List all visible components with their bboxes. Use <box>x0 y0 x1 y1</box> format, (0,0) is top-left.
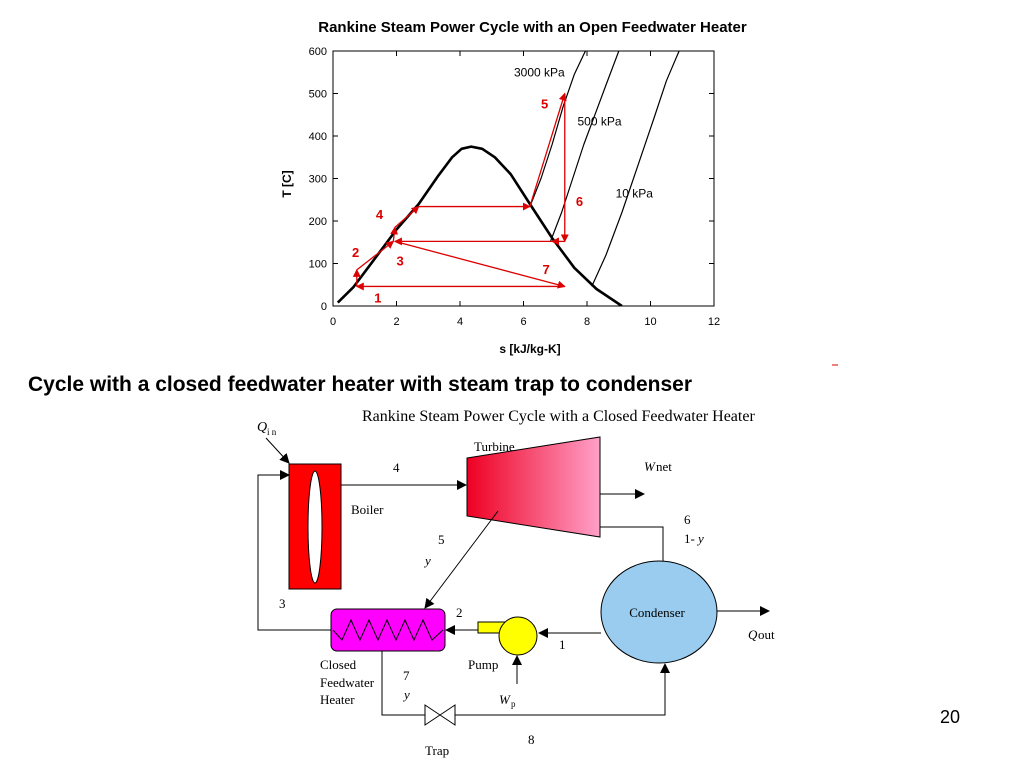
trap-label: Trap <box>425 743 449 758</box>
saturation-dome-line <box>336 145 623 306</box>
cfwh-label-line2: Feedwater <box>320 675 375 690</box>
state-6-fraction: 1- y <box>684 531 704 546</box>
q-in-label: Q i n <box>257 420 277 437</box>
state-point-label: 3 <box>397 254 404 269</box>
state-6-label: 6 <box>684 512 691 527</box>
turbine-label: Turbine <box>474 439 515 454</box>
svg-text:W: W <box>644 459 656 474</box>
state-point-label: 2 <box>352 245 359 260</box>
pump <box>498 616 538 656</box>
y-tick-label: 100 <box>309 259 327 271</box>
x-tick-label: 4 <box>457 316 463 328</box>
x-tick-label: 10 <box>644 316 656 328</box>
x-tick-label: 6 <box>520 316 526 328</box>
slide-subtitle: Cycle with a closed feedwater heater wit… <box>28 373 693 396</box>
svg-text:Q: Q <box>748 627 758 642</box>
pipe-state-8 <box>455 663 670 716</box>
pump-label: Pump <box>468 657 498 672</box>
pipe-state-5 <box>424 510 499 609</box>
svg-text:i n: i n <box>267 427 277 437</box>
cycle-segment <box>394 205 420 228</box>
diagram-title: Rankine Steam Power Cycle with a Closed … <box>362 408 755 425</box>
svg-text:1-: 1- <box>684 531 695 546</box>
boiler-tube <box>307 470 323 584</box>
state-point-label: 1 <box>374 291 381 306</box>
state-point-label: 6 <box>576 194 583 209</box>
pipe-state-6 <box>600 526 668 578</box>
cycle-segment <box>390 226 399 242</box>
chart-series <box>336 51 680 306</box>
condenser-label: Condenser <box>629 605 685 620</box>
cycle-segment <box>356 240 395 271</box>
cfwh-label-line3: Heater <box>320 692 355 707</box>
y-axis-label: T [C] <box>280 170 294 197</box>
pipe-state-7 <box>381 651 425 716</box>
3000-kpa-line <box>529 51 587 207</box>
isobar-label: 10 kPa <box>616 187 654 201</box>
chart-annotations: 3000 kPa 500 kPa 10 kPa 1 2 3 4 5 6 7 <box>352 66 653 306</box>
y-tick-label: 200 <box>309 216 327 228</box>
w-net-label: W net <box>644 459 672 474</box>
state-7-label: 7 <box>403 668 410 683</box>
x-tick-label: 8 <box>584 316 590 328</box>
y-tick-label: 0 <box>321 301 327 313</box>
state-7-fraction: y <box>402 687 410 702</box>
state-3-label: 3 <box>279 596 286 611</box>
trap-valve <box>424 704 456 726</box>
state-5-fraction: y <box>423 553 431 568</box>
page-number: 20 <box>940 707 961 727</box>
heater-coil <box>332 618 444 642</box>
state-point-label: 5 <box>541 96 548 111</box>
q-in-arrow <box>265 437 290 464</box>
svg-text:net: net <box>656 459 672 474</box>
svg-text:y: y <box>696 531 704 546</box>
y-tick-label: 300 <box>309 174 327 186</box>
condenser <box>600 560 718 664</box>
state-4-label: 4 <box>393 460 400 475</box>
state-8-label: 8 <box>528 732 535 747</box>
x-tick-label: 0 <box>330 316 336 328</box>
state-5-label: 5 <box>438 532 445 547</box>
y-tick-label: 600 <box>309 46 327 58</box>
chart-title: Rankine Steam Power Cycle with an Open F… <box>318 19 747 36</box>
x-tick-label: 12 <box>708 316 720 328</box>
turbine <box>466 436 601 538</box>
state-point-label: 4 <box>376 207 384 222</box>
cfwh-label-line1: Closed <box>320 657 357 672</box>
isobar-label: 500 kPa <box>577 114 621 128</box>
x-axis-label: s [kJ/kg-K] <box>499 342 560 356</box>
state-point-label: 7 <box>543 262 550 277</box>
svg-text:out: out <box>758 627 775 642</box>
cycle-segment <box>529 92 567 207</box>
state-2-label: 2 <box>456 605 463 620</box>
isobar-label: 3000 kPa <box>514 66 565 80</box>
q-out-label: Q out <box>748 627 775 642</box>
y-tick-label: 500 <box>309 89 327 101</box>
500-kpa-line <box>549 51 620 242</box>
state-1-label: 1 <box>559 637 566 652</box>
svg-text:W: W <box>499 692 511 707</box>
w-p-label: W p <box>499 692 516 709</box>
cycle-segment <box>394 240 566 289</box>
10-kpa-line <box>591 51 680 287</box>
x-tick-label: 2 <box>393 316 399 328</box>
boiler-label: Boiler <box>351 502 384 517</box>
svg-text:Q: Q <box>257 420 267 435</box>
pipe-state-3 <box>257 470 331 631</box>
y-tick-label: 400 <box>309 131 327 143</box>
svg-text:p: p <box>511 699 516 709</box>
